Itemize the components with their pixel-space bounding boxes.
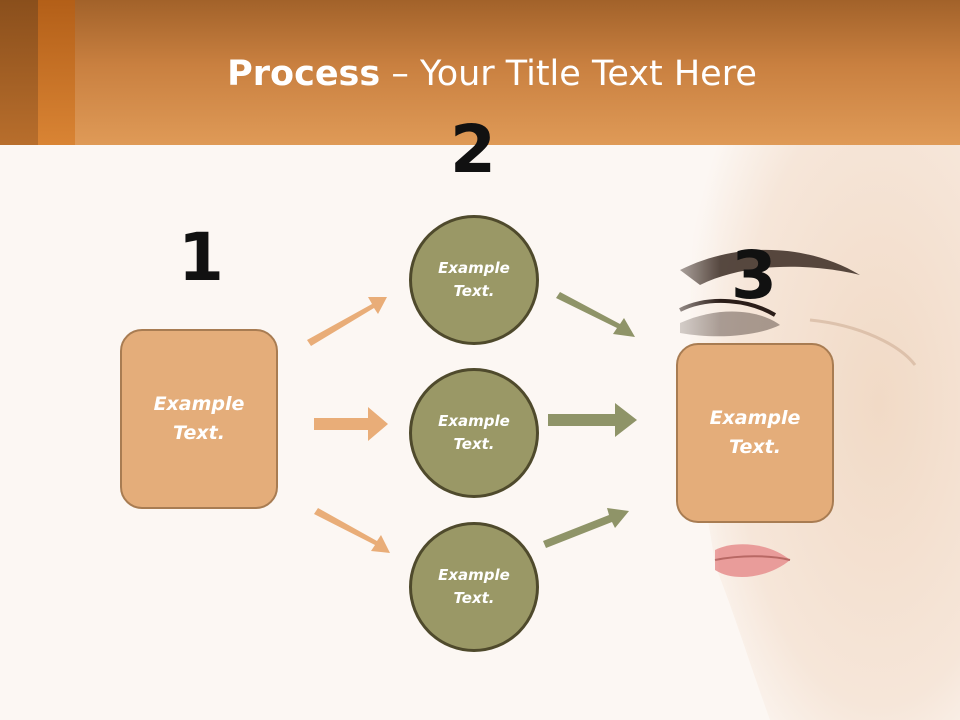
banner-stripe bbox=[38, 0, 75, 145]
box-text-line: Example bbox=[709, 407, 801, 429]
arrow-left-down bbox=[314, 508, 390, 553]
circle-text-line: Text. bbox=[453, 589, 495, 607]
title-banner bbox=[0, 0, 960, 145]
arrow-left-middle bbox=[314, 407, 388, 441]
step-number-3: 3 bbox=[731, 237, 777, 314]
banner-stripe bbox=[0, 0, 38, 145]
title-bold: Process bbox=[227, 54, 381, 94]
arrow-left-up bbox=[307, 297, 387, 346]
circle-text-line: Text. bbox=[453, 435, 495, 453]
step-number-1: 1 bbox=[178, 219, 224, 296]
circle-text-line: Text. bbox=[453, 282, 495, 300]
box-text-line: Text. bbox=[729, 436, 781, 458]
arrow-right-middle bbox=[548, 403, 637, 437]
page-title: Process – Your Title Text Here bbox=[0, 54, 960, 94]
circle-text-line: Example bbox=[438, 412, 510, 430]
box-text-line: Text. bbox=[173, 422, 225, 444]
circle-text-line: Example bbox=[438, 566, 510, 584]
step-number-2: 2 bbox=[450, 111, 496, 188]
arrow-right-up bbox=[543, 508, 629, 548]
box-text-line: Example bbox=[153, 393, 245, 415]
circle-text-line: Example bbox=[438, 259, 510, 277]
arrow-right-down bbox=[556, 292, 635, 337]
title-rest: – Your Title Text Here bbox=[380, 54, 757, 94]
